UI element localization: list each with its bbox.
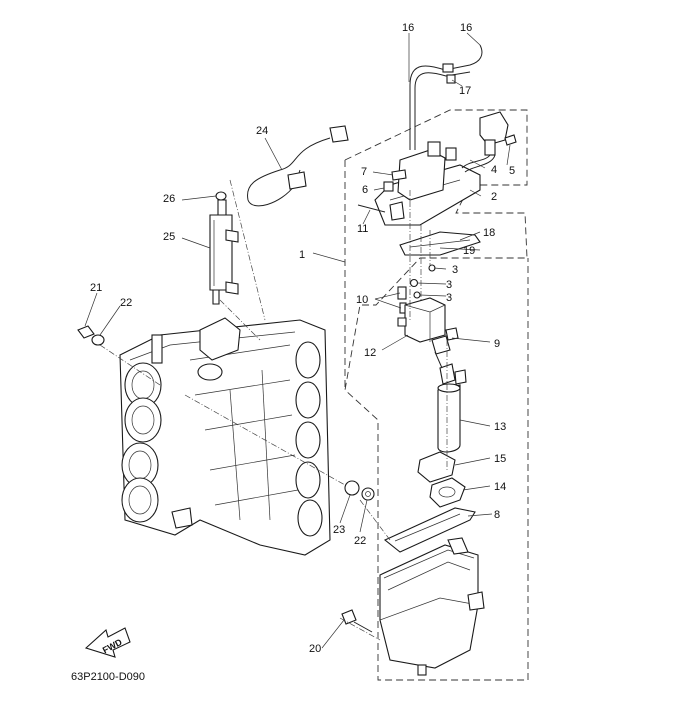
fasteners-3 <box>409 264 436 299</box>
callout-2: 2 <box>491 191 497 203</box>
callout-5: 5 <box>509 165 515 177</box>
vapor-separator-top-2 <box>374 141 481 226</box>
float-chamber-gasket-8 <box>383 507 476 553</box>
callout-16: 16 <box>460 22 472 34</box>
fuel-rail-25 <box>209 191 239 305</box>
callout-16: 16 <box>402 22 414 34</box>
callout-25: 25 <box>163 231 175 243</box>
callout-6: 6 <box>362 184 368 196</box>
callout-12: 12 <box>364 347 376 359</box>
leader-lines <box>84 32 511 649</box>
assembly-boundary <box>344 109 529 681</box>
callout-18: 18 <box>483 227 495 239</box>
fwd-arrow-icon: FWD <box>84 627 131 658</box>
pressure-regulator-4 <box>461 111 517 173</box>
callout-8: 8 <box>494 509 500 521</box>
callout-15: 15 <box>494 453 506 465</box>
hose-24 <box>246 125 349 207</box>
callout-17: 17 <box>459 85 471 97</box>
intake-manifold <box>119 317 331 556</box>
centerlines <box>99 179 448 641</box>
gasket-18-19 <box>399 231 481 256</box>
callout-19: 19 <box>463 245 475 257</box>
part-callouts: 1 2 3 3 3 4 5 6 7 8 9 10 11 12 13 14 15 … <box>90 22 515 655</box>
callout-3: 3 <box>446 279 452 291</box>
callout-20: 20 <box>309 643 321 655</box>
float-chamber <box>379 537 485 676</box>
callout-26: 26 <box>163 193 175 205</box>
diagram-code: 63P2100-D090 <box>71 671 145 683</box>
small-hardware <box>357 169 407 213</box>
callout-14: 14 <box>494 481 506 493</box>
callout-1: 1 <box>299 249 305 261</box>
pump-holder-15 <box>417 451 456 483</box>
callout-24: 24 <box>256 125 268 137</box>
vent-hoses-16-17 <box>409 44 483 150</box>
grommets <box>77 325 375 501</box>
callout-7: 7 <box>361 166 367 178</box>
bolt-20 <box>341 609 373 633</box>
callout-11: 11 <box>357 223 368 235</box>
callout-4: 4 <box>491 164 497 176</box>
callout-3: 3 <box>446 292 452 304</box>
callout-10: 10 <box>356 294 368 306</box>
callout-13: 13 <box>494 421 506 433</box>
callout-3: 3 <box>452 264 458 276</box>
callout-23: 23 <box>333 524 345 536</box>
callout-9: 9 <box>494 338 500 350</box>
connector-9 <box>431 327 459 355</box>
relay-12 <box>397 297 446 343</box>
callout-22: 22 <box>354 535 366 547</box>
fuel-pump-13 <box>434 351 467 453</box>
callout-22: 22 <box>120 297 132 309</box>
clamp-14 <box>429 477 466 508</box>
callout-21: 21 <box>90 282 102 294</box>
